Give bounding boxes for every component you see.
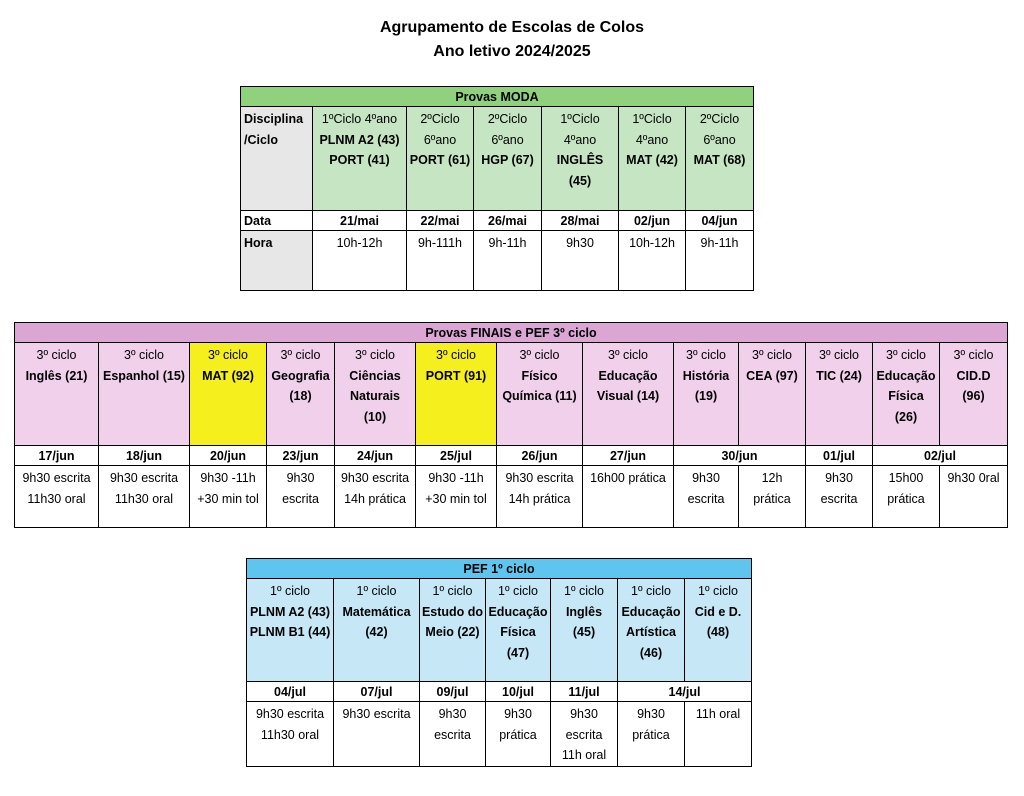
finais-date: 02/jul [872, 445, 1008, 466]
finais-date: 23/jun [266, 445, 335, 466]
moda-date: 26/mai [473, 210, 542, 231]
finais-date: 17/jun [14, 445, 99, 466]
finais-date: 18/jun [98, 445, 190, 466]
school-name: Agrupamento de Escolas de Colos [379, 19, 645, 36]
pef1-date: 14/jul [617, 681, 752, 702]
school-year: Ano letivo 2024/2025 [433, 43, 591, 60]
finais-title: Provas FINAIS e PEF 3º ciclo [14, 322, 1008, 343]
pef1-time: 9h30 escrita [333, 701, 420, 767]
finais-time: 16h00 prática [582, 465, 674, 528]
moda-date: 28/mai [541, 210, 619, 231]
moda-date: 04/jun [685, 210, 754, 231]
finais-time: 9h30 -11h+30 min tol [415, 465, 497, 528]
moda-date: 02/jun [618, 210, 686, 231]
finais-date: 01/jul [805, 445, 873, 466]
finais-date: 26/jun [496, 445, 583, 466]
moda-time: 10h-12h [312, 230, 407, 291]
finais-date: 25/jul [415, 445, 497, 466]
moda-time: 9h30 [541, 230, 619, 291]
pef1-date: 10/jul [485, 681, 551, 702]
moda-title: Provas MODA [240, 86, 754, 107]
pef1-date: 07/jul [333, 681, 420, 702]
pef1-date: 09/jul [419, 681, 486, 702]
finais-date: 27/jun [582, 445, 674, 466]
moda-table: Provas MODA Disciplina/Ciclo 1ºCiclo 4ºa… [240, 86, 754, 291]
finais-time: 9h30 -11h+30 min tol [189, 465, 267, 528]
finais-time: 9h30 0ral [939, 465, 1008, 528]
moda-time: 9h-11h [685, 230, 754, 291]
pef1-date: 11/jul [550, 681, 618, 702]
pef1-title: PEF 1º ciclo [246, 558, 752, 579]
finais-date: 20/jun [189, 445, 267, 466]
moda-time: 9h-11h [473, 230, 542, 291]
moda-time: 10h-12h [618, 230, 686, 291]
moda-time: 9h-111h [406, 230, 474, 291]
pef1-date: 04/jul [246, 681, 334, 702]
moda-label-disciplina: Disciplina/Ciclo [240, 106, 313, 211]
pef1-time: 11h oral [684, 701, 752, 767]
finais-date: 24/jun [334, 445, 416, 466]
moda-label-data: Data [240, 210, 313, 231]
moda-date: 22/mai [406, 210, 474, 231]
finais-date: 30/jun [673, 445, 806, 466]
moda-date: 21/mai [312, 210, 407, 231]
moda-label-hora: Hora [240, 230, 313, 291]
